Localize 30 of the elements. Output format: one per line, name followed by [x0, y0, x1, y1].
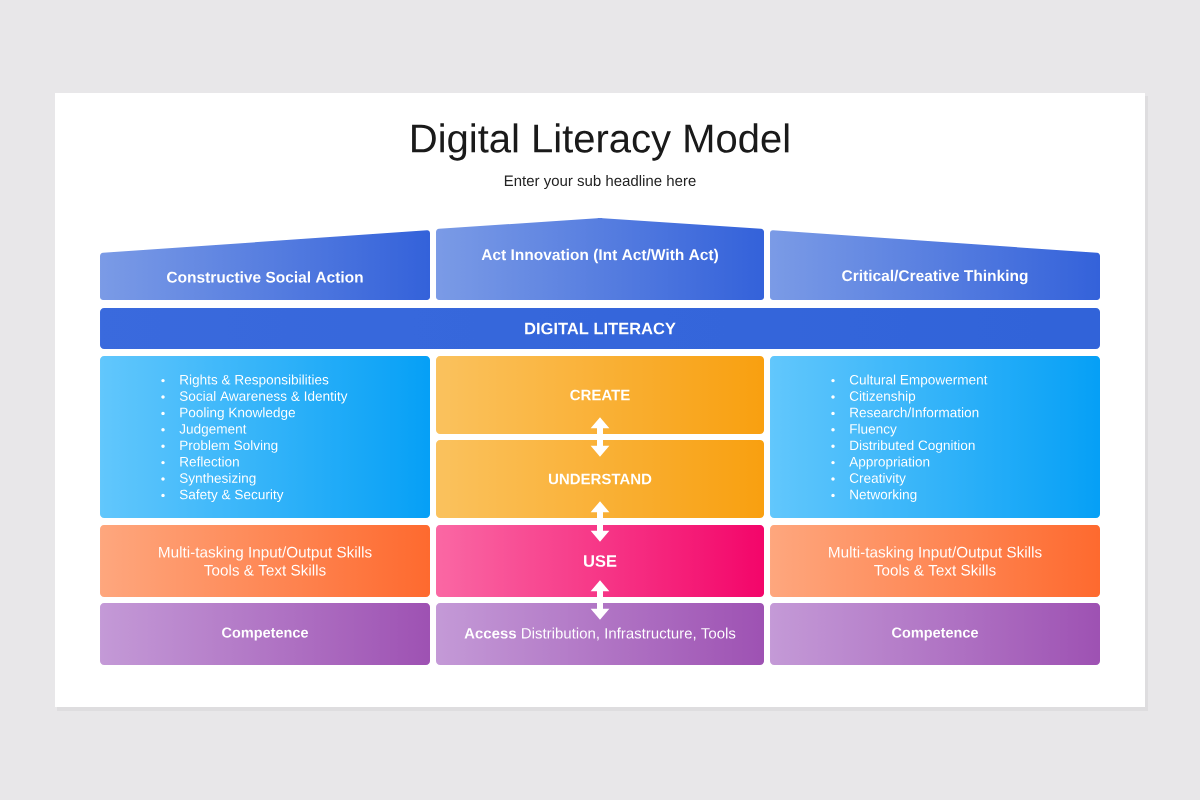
skill-label: Multi-tasking Input/Output Skills Tools & Text Skills	[829, 546, 1042, 576]
subtitle: Enter your sub headline here	[504, 175, 696, 189]
heading-label: Constructive Social Action	[167, 271, 363, 283]
base-label: Competence	[892, 627, 978, 641]
base-label: Access Distribution, Infrastructure, Tools	[464, 627, 736, 641]
list-item: Reflection	[180, 456, 239, 467]
level-label: UNDERSTAND	[548, 473, 652, 485]
list-item: Networking	[850, 489, 917, 502]
heading-label: Critical/Creative Thinking	[842, 269, 1028, 285]
list-item: Appropriation	[849, 456, 930, 470]
banner-label: DIGITAL LITERACY	[525, 322, 676, 335]
list-item: Cultural Empowerment	[849, 374, 988, 388]
level-label: CREATE	[570, 389, 630, 401]
list-item: Fluency	[850, 423, 897, 437]
list-item: Judgement	[179, 423, 247, 437]
list-item: Problem Solving	[180, 440, 278, 453]
list-item: Citizenship	[849, 390, 916, 404]
list-item: Creativity	[849, 472, 906, 486]
list-item: Distributed Cognition	[850, 440, 975, 453]
base-label: Competence	[222, 627, 308, 641]
list-item: Rights & Responsibilities	[180, 374, 329, 388]
list-item: Synthesizing	[179, 472, 256, 486]
list-item: Research/Information	[850, 407, 979, 418]
list-item: Safety & Security	[179, 489, 284, 502]
level-label: USE	[584, 555, 617, 567]
heading-label: Act Innovation (Int Act/With Act)	[481, 248, 718, 264]
title: Digital Literacy Model	[412, 123, 789, 161]
skill-label: Multi-tasking Input/Output Skills Tools & Text Skills	[159, 546, 372, 576]
list-item: Pooling Knowledge	[180, 407, 295, 420]
list-item: Social Awareness & Identity	[179, 390, 348, 404]
